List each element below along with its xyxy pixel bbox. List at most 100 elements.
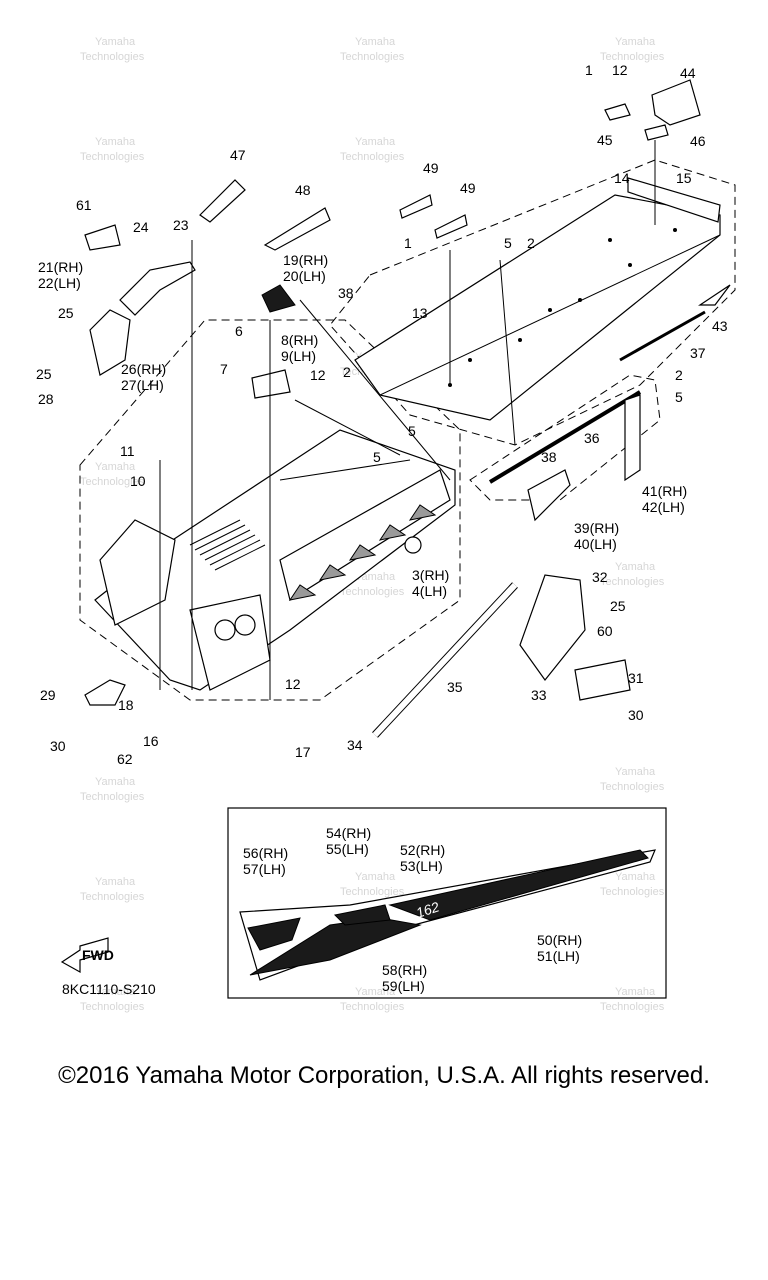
watermark: Yamaha	[355, 136, 396, 148]
callouts: 1 12 44 45 46 14 15 47 48 49 49 61 24 23…	[36, 62, 728, 994]
callout: 26(RH)	[121, 361, 166, 377]
pad-48	[263, 207, 331, 251]
callout: 45	[597, 132, 613, 148]
callout: 7	[220, 361, 228, 377]
brace-21	[119, 261, 196, 316]
upper-parts	[84, 79, 701, 399]
callout: 5	[675, 389, 683, 405]
bracket-32	[519, 574, 586, 681]
callout: 35	[447, 679, 463, 695]
watermark: Technologies	[80, 476, 145, 488]
bracket-44	[651, 79, 701, 126]
callout: 41(RH)	[642, 483, 687, 499]
watermark: Yamaha	[355, 986, 396, 998]
rear-rail-outline	[469, 374, 661, 501]
callout: 49	[423, 160, 439, 176]
callout: 44	[680, 65, 696, 81]
part-61	[84, 224, 121, 251]
watermark: Yamaha	[95, 776, 136, 788]
callout: 14	[614, 170, 630, 186]
callout: 15	[676, 170, 692, 186]
callout: 22(LH)	[38, 275, 81, 291]
callout: 20(LH)	[283, 268, 326, 284]
callout: 1	[404, 235, 412, 251]
watermark: Yamaha	[615, 766, 656, 778]
callout: 30	[50, 738, 66, 754]
watermark: Yamaha	[615, 986, 656, 998]
fwd-label: FWD	[82, 947, 114, 963]
mount-26	[89, 309, 131, 376]
callout: 37	[690, 345, 706, 361]
callout: 38	[541, 449, 557, 465]
floor-vents	[189, 519, 266, 571]
watermark: Technologies	[600, 51, 665, 63]
callout: 29	[40, 687, 56, 703]
callout: 24	[133, 219, 149, 235]
callout: 6	[235, 323, 243, 339]
watermark: Technologies	[340, 886, 405, 898]
callout: 21(RH)	[38, 259, 83, 275]
callout: 16	[143, 733, 159, 749]
assembly-outlines	[79, 159, 736, 701]
rear-rails	[488, 284, 731, 484]
cap-8	[251, 369, 291, 399]
callout: 23	[173, 217, 189, 233]
callout: 46	[690, 133, 706, 149]
callout: 39(RH)	[574, 520, 619, 536]
pad-49b	[434, 214, 468, 239]
callout: 58(RH)	[382, 962, 427, 978]
callout: 30	[628, 707, 644, 723]
callout: 9(LH)	[281, 348, 316, 364]
callout: 25	[610, 598, 626, 614]
watermark: Technologies	[80, 51, 145, 63]
watermark: Yamaha	[615, 561, 656, 573]
fwd-arrow: FWD	[60, 937, 114, 974]
callout: 12	[285, 676, 301, 692]
watermark: Technologies	[600, 781, 665, 793]
watermark: Technologies	[340, 151, 405, 163]
watermark: Technologies	[80, 1001, 145, 1013]
callout: 36	[584, 430, 600, 446]
callout: 33	[531, 687, 547, 703]
pad-49a	[399, 194, 433, 219]
boot-19	[261, 284, 296, 313]
main-frame	[94, 429, 456, 691]
decal-model-text: 162	[414, 898, 441, 921]
callout: 59(LH)	[382, 978, 425, 994]
callout: 55(LH)	[326, 841, 369, 857]
callout: 11	[120, 443, 135, 459]
callout: 54(RH)	[326, 825, 371, 841]
callout: 5	[504, 235, 512, 251]
callout: 48	[295, 182, 311, 198]
watermark: Technologies	[600, 886, 665, 898]
tunnel-assembly-outline	[329, 159, 736, 446]
callout: 3(RH)	[412, 567, 449, 583]
watermark: Technologies	[80, 791, 145, 803]
watermark: Technologies	[600, 1001, 665, 1013]
watermark: Technologies	[340, 586, 405, 598]
callout: 18	[118, 697, 134, 713]
callout: 10	[130, 473, 146, 489]
callout: 49	[460, 180, 476, 196]
callout: 42(LH)	[642, 499, 685, 515]
decal-56	[247, 917, 301, 951]
callout: 61	[76, 197, 92, 213]
callout: 51(LH)	[537, 948, 580, 964]
watermark: Yamaha	[95, 136, 136, 148]
decal-58	[249, 917, 422, 976]
callout: 50(RH)	[537, 932, 582, 948]
callout: 25	[58, 305, 74, 321]
decal-50	[388, 849, 649, 921]
copyright-notice: ©2016 Yamaha Motor Corporation, U.S.A. A…	[58, 1062, 710, 1089]
callout: 52(RH)	[400, 842, 445, 858]
parts-diagram: Yamaha Technologies Yamaha Technologies …	[36, 36, 736, 1013]
callout: 28	[38, 391, 54, 407]
leader-lines	[159, 140, 656, 700]
watermarks: Yamaha Technologies Yamaha Technologies …	[80, 36, 665, 1013]
callout: 2	[675, 367, 683, 383]
callout: 34	[347, 737, 363, 753]
frame-truss	[288, 504, 437, 601]
pad-29	[84, 679, 126, 706]
pad-47	[199, 179, 246, 223]
frame-assembly-outline	[79, 319, 461, 701]
